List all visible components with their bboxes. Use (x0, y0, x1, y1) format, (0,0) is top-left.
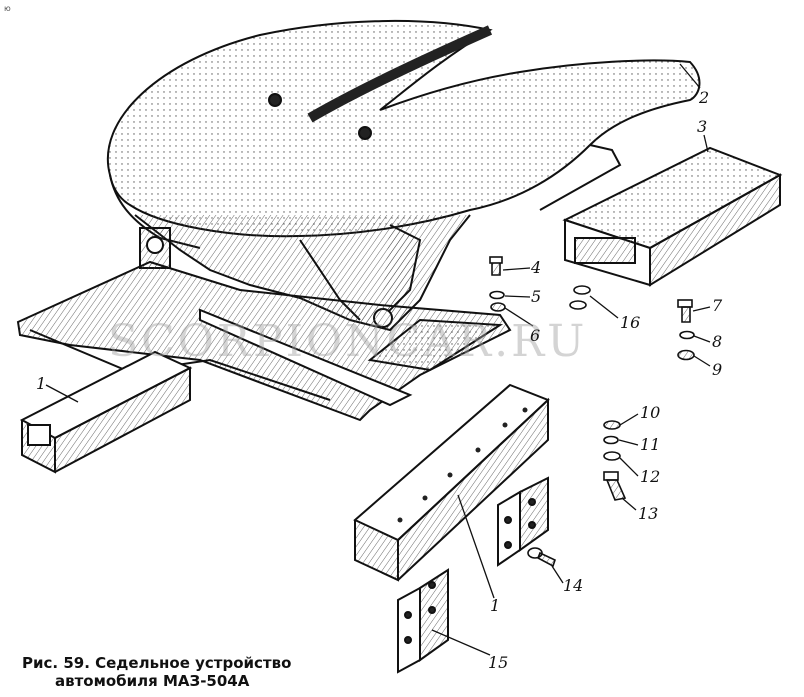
label-7: 7 (712, 296, 723, 315)
angle-bracket-lower (397, 568, 449, 674)
caption-line-1: Рис. 59. Седельное устройство (22, 654, 292, 672)
label-5: 5 (531, 287, 542, 306)
fasteners (489, 256, 695, 568)
label-2: 2 (699, 88, 710, 107)
mounting-plate (562, 146, 783, 287)
mounting-base (16, 260, 512, 422)
label-15: 15 (488, 653, 509, 672)
angle-bracket-upper (497, 476, 549, 567)
longitudinal-member-right (353, 383, 550, 582)
label-8: 8 (712, 332, 723, 351)
label-13: 13 (638, 504, 659, 523)
caption-line-2: автомобиля МАЗ-504А (55, 672, 250, 690)
label-14: 14 (563, 576, 584, 595)
label-1-right: 1 (490, 596, 501, 615)
label-16: 16 (620, 313, 641, 332)
label-4: 4 (531, 258, 542, 277)
leader-lines (45, 63, 711, 656)
longitudinal-member-left (19, 350, 193, 474)
label-10: 10 (640, 403, 661, 422)
watermark: SCORPIONCAR.RU (108, 316, 588, 367)
corner-mark: ю (4, 4, 11, 13)
label-6: 6 (530, 326, 541, 345)
label-9: 9 (712, 360, 723, 379)
figure-caption: Рис. 59. Седельное устройство автомобиля… (22, 654, 291, 690)
label-3: 3 (697, 117, 708, 136)
label-1-left: 1 (36, 374, 47, 393)
label-11: 11 (640, 435, 661, 454)
label-12: 12 (640, 467, 661, 486)
